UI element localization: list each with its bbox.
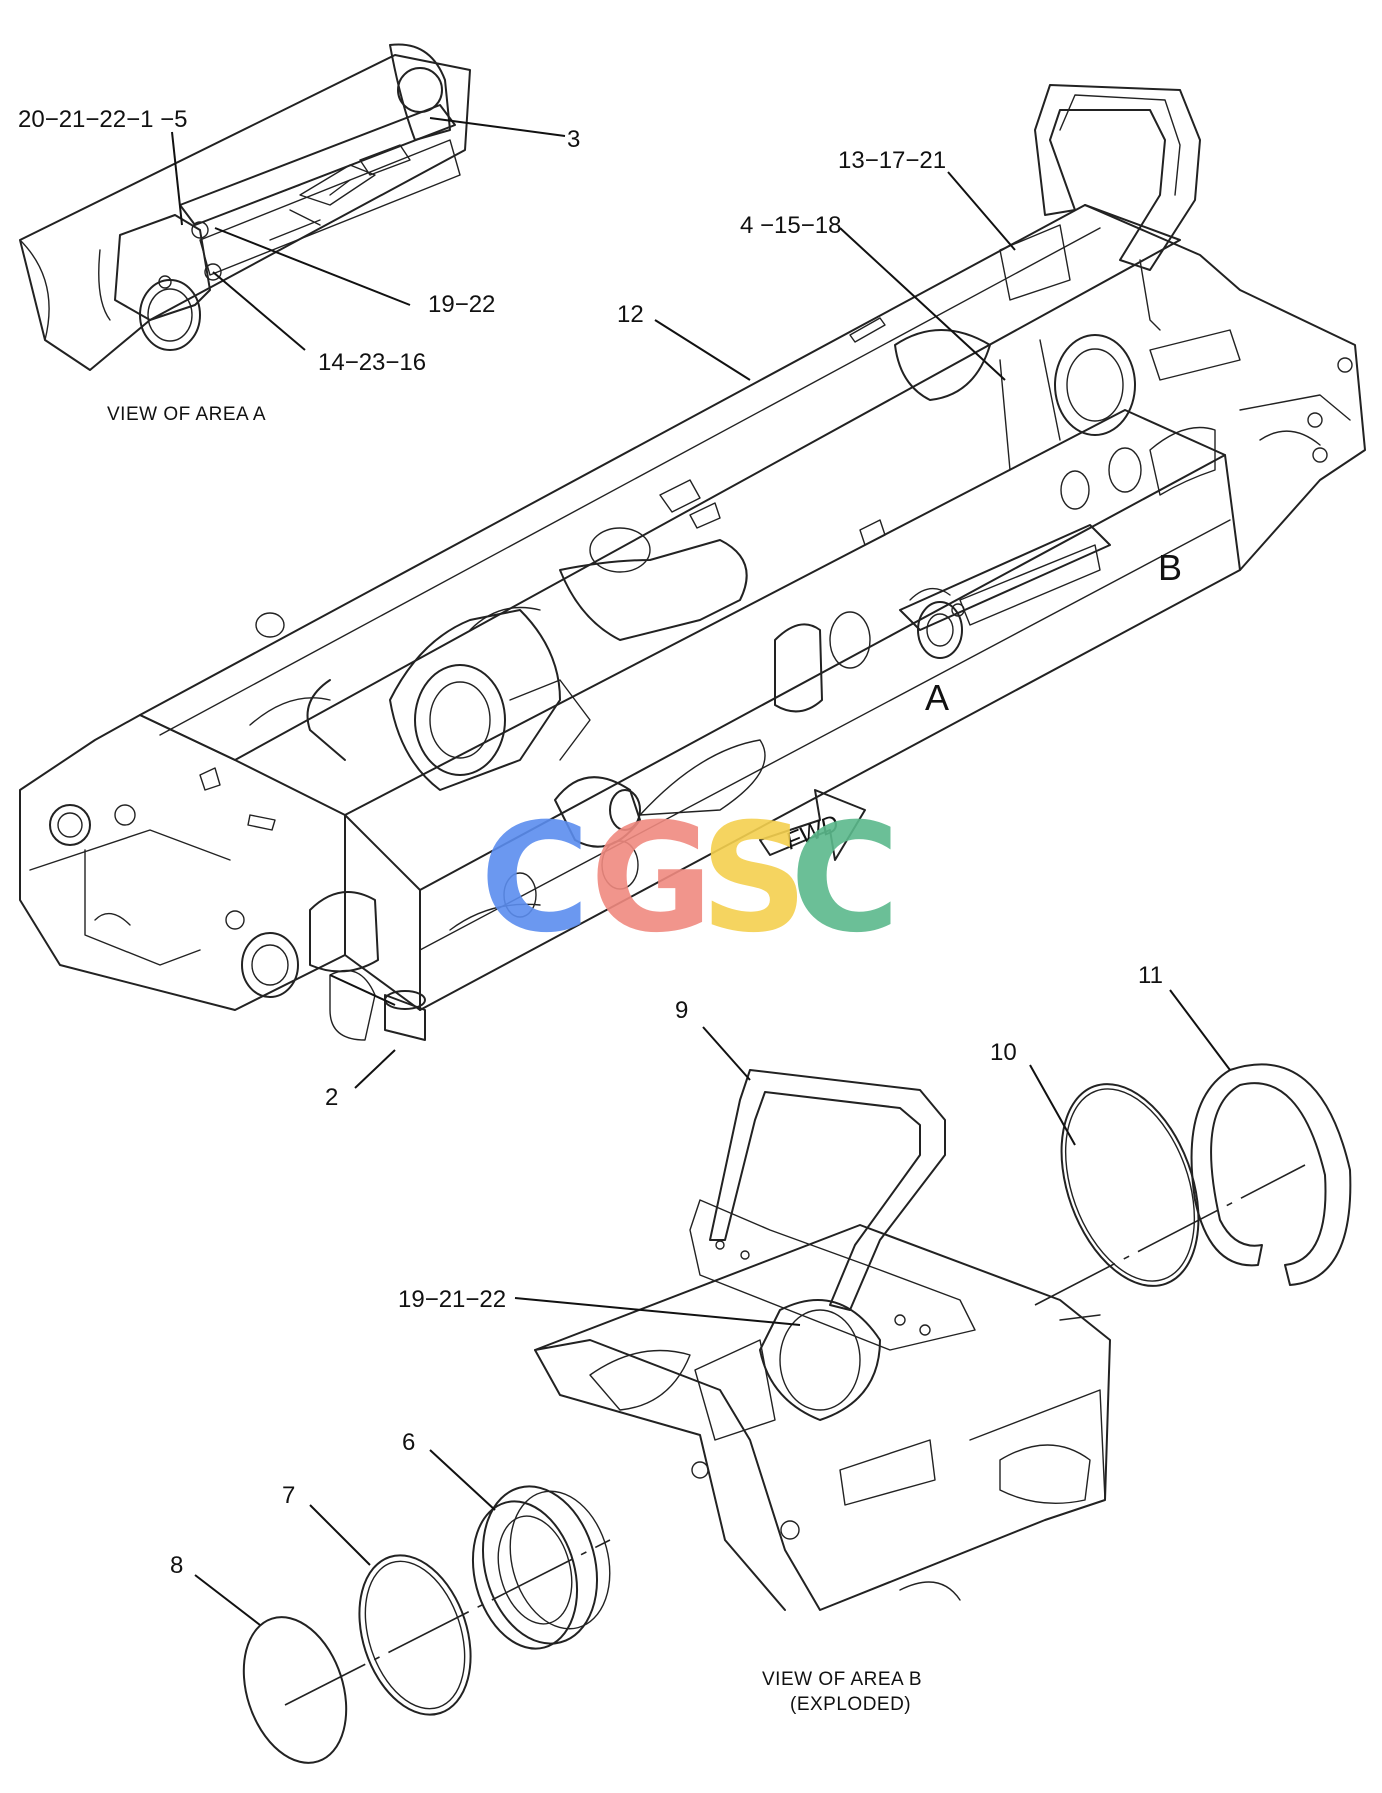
part-8-cover	[242, 1616, 348, 1764]
centerline-right	[1034, 1164, 1306, 1306]
watermark-letter-g: G	[590, 792, 713, 966]
callout-10: 10	[990, 1039, 1017, 1066]
callout-labels: 20−21−22−1 −5 3 19−22 14−23−16 13−17−21 …	[18, 106, 1163, 1579]
callout-3: 3	[567, 126, 580, 153]
watermark-letter-c2: C	[790, 792, 900, 966]
callout-20-21-22-1-5: 20−21−22−1 −5	[18, 106, 188, 133]
callout-12: 12	[617, 301, 644, 328]
callout-4-15-18: 4 −15−18	[740, 212, 841, 239]
leader-lines	[171, 117, 1231, 1626]
main-frame-assembly	[19, 84, 1366, 1041]
centerline-left	[284, 1539, 611, 1706]
exploded-view-area-b	[534, 1069, 1111, 1611]
callout-19-22: 19−22	[428, 291, 495, 318]
callout-9: 9	[675, 997, 688, 1024]
callout-8: 8	[170, 1552, 183, 1579]
area-marker-a: A	[925, 677, 949, 718]
caption-view-area-a: VIEW OF AREA A	[107, 404, 266, 425]
inset-view-area-a	[19, 43, 471, 371]
watermark-letter-s: S	[700, 792, 808, 966]
caption-exploded: (EXPLODED)	[790, 1694, 911, 1715]
callout-6: 6	[402, 1429, 415, 1456]
area-marker-b: B	[1158, 547, 1182, 588]
caption-view-area-b: VIEW OF AREA B	[762, 1669, 922, 1690]
callout-11: 11	[1138, 962, 1163, 989]
callout-13-17-21: 13−17−21	[838, 147, 946, 174]
callout-19-21-22: 19−21−22	[398, 1286, 506, 1313]
part-10-ring	[1060, 1083, 1200, 1287]
part-6-seal-housing	[471, 1485, 611, 1650]
part-11-band	[1190, 1063, 1352, 1286]
cgsc-watermark: C G S C	[480, 792, 900, 966]
callout-14-23-16: 14−23−16	[318, 349, 426, 376]
part-7-o-ring	[358, 1554, 472, 1716]
callout-7: 7	[282, 1482, 295, 1509]
callout-2: 2	[325, 1084, 338, 1111]
watermark-letter-c1: C	[480, 792, 590, 966]
